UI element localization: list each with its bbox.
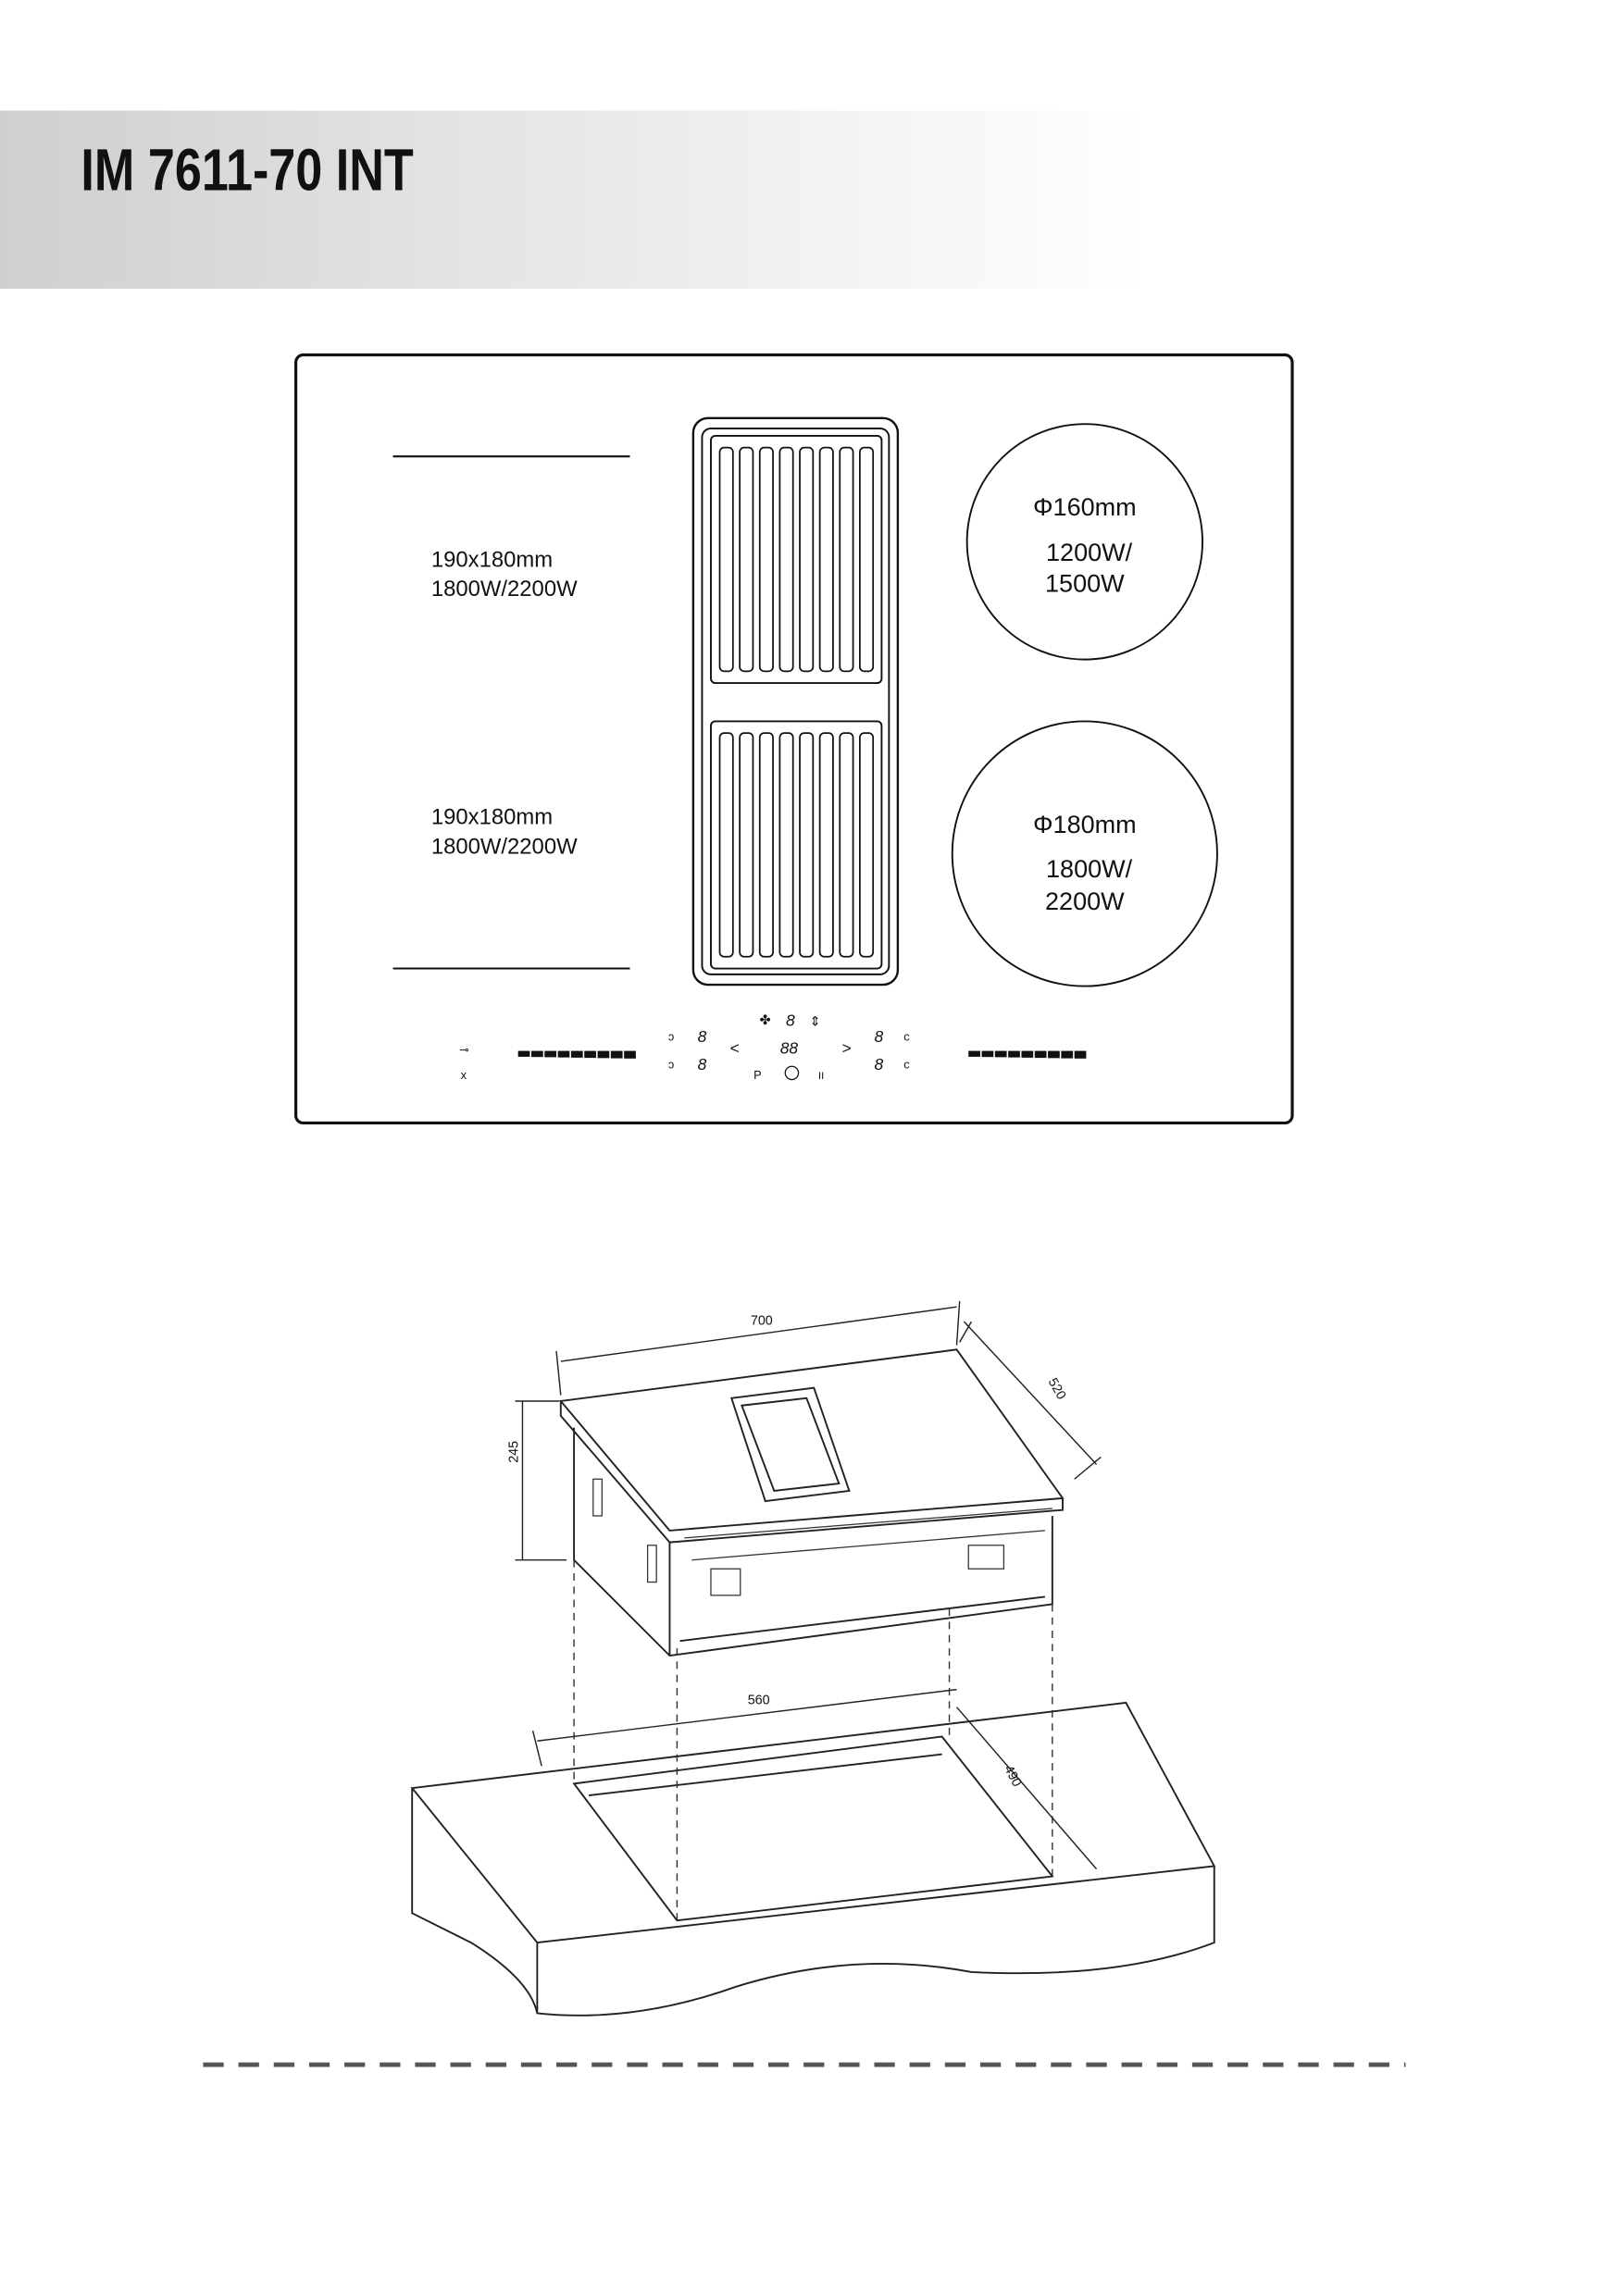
zone-lf-digit: 8	[698, 1055, 707, 1074]
prev-button[interactable]: <	[730, 1039, 740, 1058]
slider-segment[interactable]	[624, 1050, 636, 1059]
zone-icon-rf: c	[903, 1058, 910, 1072]
slider-segment[interactable]	[557, 1050, 570, 1058]
vent-slat	[859, 732, 875, 958]
zone-right-rear-diameter: Φ160mm	[1033, 493, 1137, 521]
zone-right-front-power-1: 1800W/	[1046, 855, 1133, 883]
depth-dimension: 520	[1045, 1376, 1069, 1403]
zone-left-rear-size: 190x180mm	[431, 547, 553, 572]
vent-slat	[739, 732, 754, 958]
hob-outline	[294, 353, 1294, 1125]
updown-icon[interactable]: ⇕	[810, 1015, 821, 1030]
center-display: 88	[780, 1039, 799, 1058]
zone-icon-lf: ↄ	[668, 1058, 674, 1072]
vent-slat	[739, 446, 754, 673]
cutout-width-dimension: 560	[748, 1694, 770, 1708]
fan-digit: 8	[786, 1011, 795, 1030]
slider-segment[interactable]	[1021, 1050, 1034, 1058]
width-dimension: 700	[751, 1313, 773, 1328]
slider-segment[interactable]	[544, 1050, 557, 1058]
zone-right-rear-circle	[965, 423, 1203, 661]
zone-left-front-size: 190x180mm	[431, 805, 553, 830]
fan-icon[interactable]: ✤	[759, 1013, 770, 1028]
zone-left-rear-power: 1800W/2200W	[431, 577, 578, 602]
vent-slat	[818, 732, 834, 958]
slider-segment[interactable]	[517, 1050, 530, 1057]
slider-segment[interactable]	[530, 1050, 543, 1058]
vent-slat	[758, 446, 774, 673]
vent-grill-rear	[710, 434, 883, 685]
pause-button[interactable]: II	[818, 1071, 824, 1082]
dimension-lines	[515, 1300, 1102, 1870]
zone-right-front-circle	[951, 720, 1218, 987]
vent-slat	[778, 732, 794, 958]
vent-slat	[818, 446, 834, 673]
power-button[interactable]	[784, 1065, 800, 1081]
left-slider[interactable]	[517, 1050, 636, 1059]
header-band	[0, 110, 1149, 289]
vent-slat	[718, 446, 734, 673]
vent-slat	[859, 446, 875, 673]
zone-rr-digit: 8	[874, 1027, 883, 1046]
zone-rf-digit: 8	[874, 1055, 883, 1074]
vent-slat	[758, 732, 774, 958]
slider-segment[interactable]	[1048, 1050, 1060, 1059]
slider-segment[interactable]	[1034, 1050, 1047, 1059]
cutout-depth-dimension: 490	[1001, 1763, 1024, 1790]
slider-segment[interactable]	[570, 1050, 583, 1058]
slider-segment[interactable]	[994, 1050, 1007, 1058]
zone-icon-lr: ↄ	[668, 1029, 674, 1043]
slider-segment[interactable]	[968, 1050, 980, 1057]
zone-right-front-diameter: Φ180mm	[1033, 811, 1137, 838]
projection-lines	[573, 1559, 1053, 1921]
vent-slat	[718, 732, 734, 958]
vent-top	[729, 1386, 851, 1503]
slider-segment[interactable]	[584, 1050, 596, 1059]
vent-slat	[799, 446, 815, 673]
slider-segment[interactable]	[1074, 1050, 1087, 1059]
zone-lr-digit: 8	[698, 1027, 707, 1046]
lock-icon[interactable]: ⊸	[459, 1043, 469, 1057]
zone-right-front-power-2: 2200W	[1045, 887, 1125, 915]
vent-slat	[839, 732, 854, 958]
height-dimension: 245	[507, 1441, 522, 1463]
zone-right-rear-power-1: 1200W/	[1046, 539, 1133, 566]
slider-segment[interactable]	[1008, 1050, 1020, 1058]
vent-slat	[778, 446, 794, 673]
slider-segment[interactable]	[597, 1050, 610, 1059]
slider-segment[interactable]	[610, 1050, 623, 1059]
right-slider[interactable]	[968, 1050, 1087, 1059]
control-panel: ⊸ x ✤ 8 ⇕ 8 8 8 8 < > 88 P II ↄ ↄ c c	[459, 1011, 1087, 1082]
zone-left-front-power: 1800W/2200W	[431, 835, 578, 860]
p-button[interactable]: P	[753, 1068, 761, 1082]
slider-segment[interactable]	[1061, 1050, 1074, 1059]
downdraft-vent	[691, 416, 900, 987]
next-button[interactable]: >	[841, 1039, 851, 1058]
page-title: IM 7611-70 INT	[81, 138, 413, 204]
zone-icon-rr: c	[903, 1029, 910, 1043]
hob-vents	[592, 1478, 1052, 1596]
vent-grill-front	[710, 720, 883, 970]
hob-body	[573, 1427, 1053, 1657]
vent-slat	[799, 732, 815, 958]
vent-slat	[839, 446, 854, 673]
countertop	[410, 1701, 1216, 2017]
installation-drawing: 700 520 245 560 490	[410, 1300, 1216, 2017]
hob-top-view: 190x180mm 1800W/2200W 190x180mm 1800W/22…	[294, 353, 1294, 1125]
timer-icon[interactable]: x	[461, 1068, 467, 1082]
slider-segment[interactable]	[981, 1050, 994, 1058]
zone-right-rear-power-2: 1500W	[1045, 569, 1125, 597]
